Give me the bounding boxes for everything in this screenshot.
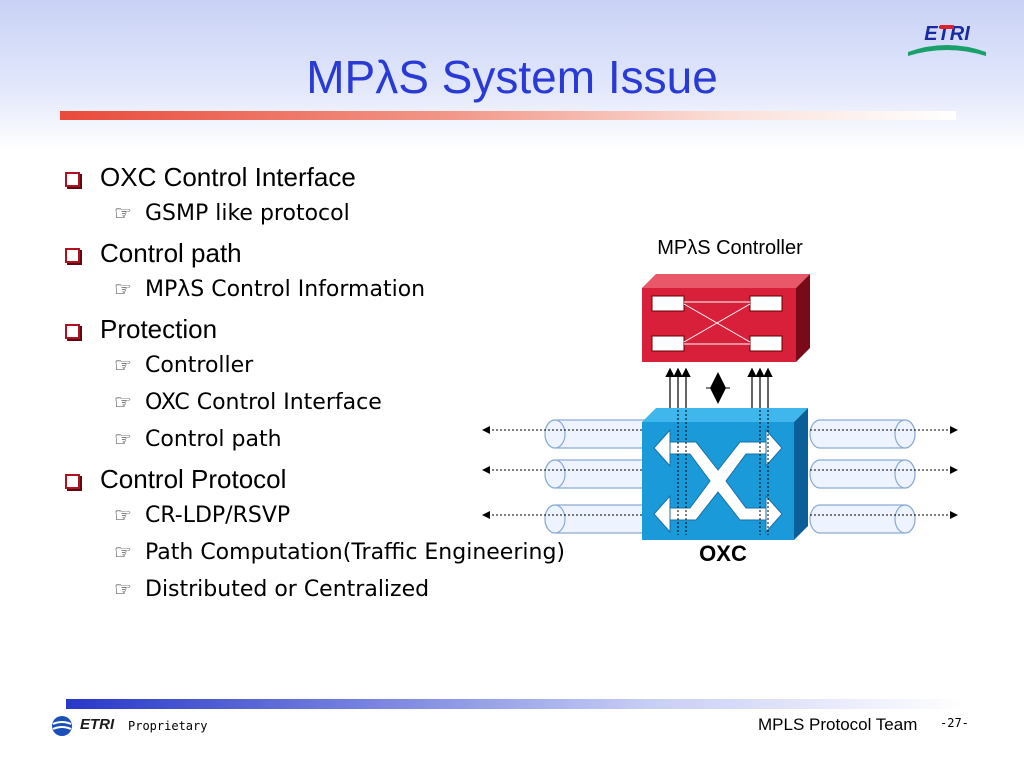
bullet-text: Protection [100, 314, 218, 344]
footer-team: MPLS Protocol Team [758, 715, 918, 734]
pointing-hand-icon: ☞ [114, 505, 132, 527]
sub-bullet-text: CR-LDP/RSVP [145, 503, 291, 528]
pointing-hand-icon: ☞ [114, 542, 132, 564]
checkbox-bullet-icon [65, 172, 80, 187]
footer-bar [66, 699, 966, 709]
controller-label: MPλS Controller [657, 237, 803, 259]
page-title: MPλS System Issue [306, 51, 718, 103]
etri-logo-text: ETRI [924, 23, 970, 45]
checkbox-bullet-icon [65, 474, 80, 489]
globe-logo-icon [50, 714, 80, 738]
checkbox-bullet-icon [65, 248, 80, 263]
sub-bullet-text: OXC Control Interface [145, 390, 382, 415]
pointing-hand-icon: ☞ [114, 579, 132, 601]
bullet-text: Control Protocol [100, 464, 287, 494]
checkbox-bullet-icon [65, 324, 80, 339]
title-underline [60, 111, 956, 120]
etri-logo: ETRI [902, 20, 992, 60]
sub-bullet-text: Path Computation(Traffic Engineering) [145, 540, 565, 565]
sub-bullet-text: Controller [145, 353, 254, 378]
sub-bullet-text: MPλS Control Information [145, 277, 426, 302]
page-number: -27- [940, 716, 969, 730]
footer-proprietary: Proprietary [128, 719, 208, 733]
pointing-hand-icon: ☞ [114, 279, 132, 301]
pointing-hand-icon: ☞ [114, 429, 132, 451]
pointing-hand-icon: ☞ [114, 392, 132, 414]
oxc-label: OXC [699, 541, 747, 566]
wavelength-lines [482, 426, 958, 519]
sub-bullet-text: Distributed or Centralized [145, 577, 430, 602]
sub-bullet-text: GSMP like protocol [145, 201, 350, 226]
bullet-text: OXC Control Interface [100, 162, 356, 192]
controller-box [642, 274, 810, 362]
pointing-hand-icon: ☞ [114, 355, 132, 377]
oxc-box [642, 370, 808, 540]
footer-etri-logo: ETRI [80, 716, 115, 733]
sub-bullet-text: Control path [145, 427, 282, 452]
mplambdas-diagram: MPλS Controller OXC [470, 230, 990, 590]
bullet-text: Control path [100, 238, 242, 268]
crossconnect-x-icon [653, 428, 783, 534]
right-fiber-tubes [809, 419, 916, 534]
control-arrows [665, 367, 773, 408]
pointing-hand-icon: ☞ [114, 203, 132, 225]
left-fiber-tubes [544, 419, 656, 534]
